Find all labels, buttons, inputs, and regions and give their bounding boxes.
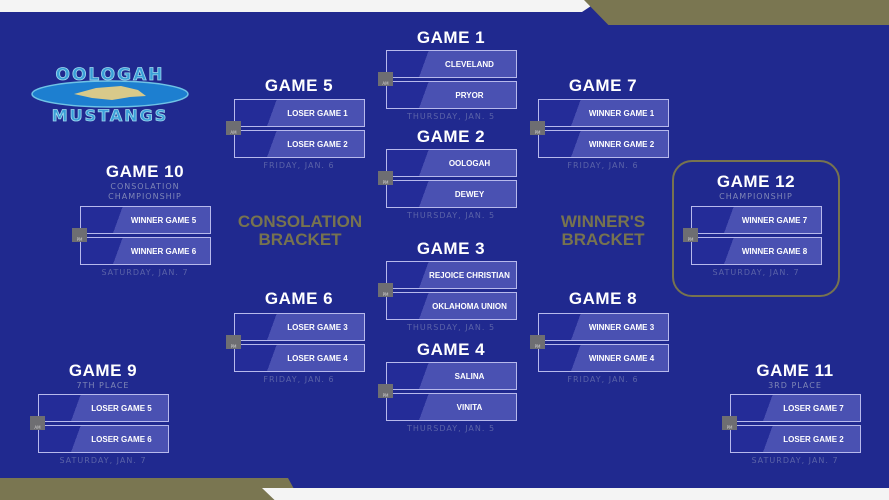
team-slot: LOSER GAME 4 [234,344,365,372]
game-date: FRIDAY, JAN. 6 [567,375,639,384]
game-date: SATURDAY, JAN. 7 [751,456,839,465]
game-time-badge: PM [378,384,393,398]
team-slot: OOLOGAH [386,149,517,177]
oologah-mustangs-logo: OOLOGAH MUSTANGS [31,65,189,124]
team-slot: LOSER GAME 3 [234,313,365,341]
top-white-stripe [0,0,600,12]
game-time-badge: PM [683,228,698,242]
team-slot: LOSER GAME 6 [38,425,169,453]
bottom-white-stripe [262,488,889,500]
game-subtitle: 3RD PLACE [768,381,822,390]
game-title: GAME 4 [416,340,486,359]
game-time-badge: AM [378,72,393,86]
game-time-badge: AM [30,416,45,430]
team-slot: OKLAHOMA UNION [386,292,517,320]
svg-text:MUSTANGS: MUSTANGS [52,106,169,124]
team-slot: VINITA [386,393,517,421]
game-title: GAME 8 [568,289,638,308]
team-slot: WINNER GAME 3 [538,313,669,341]
game-title: GAME 12 [716,172,796,191]
game-time-badge: PM [530,335,545,349]
game-title: GAME 1 [416,28,486,47]
game-title: GAME 9 [68,361,138,380]
game-date: SATURDAY, JAN. 7 [101,268,189,277]
team-slot: WINNER GAME 6 [80,237,211,265]
winners-bracket-label: WINNER'S BRACKET [560,212,646,249]
game-title: GAME 10 [105,162,185,181]
bottom-gold-stripe [0,478,300,500]
game-date: SATURDAY, JAN. 7 [59,456,147,465]
team-slot: WINNER GAME 4 [538,344,669,372]
game-title: GAME 2 [416,127,486,146]
game-date: SATURDAY, JAN. 7 [712,268,800,277]
game-subtitle: 7TH PLACE [76,381,130,390]
team-slot: LOSER GAME 7 [730,394,861,422]
team-slot: REJOICE CHRISTIAN [386,261,517,289]
game-date: THURSDAY, JAN. 5 [406,112,496,121]
game-date: FRIDAY, JAN. 6 [263,161,335,170]
game-title: GAME 3 [416,239,486,258]
game-date: THURSDAY, JAN. 5 [406,323,496,332]
svg-text:OOLOGAH: OOLOGAH [56,65,165,85]
championship-frame [672,160,840,297]
team-slot: WINNER GAME 7 [691,206,822,234]
game-title: GAME 11 [756,361,834,380]
game-title: GAME 6 [264,289,334,308]
team-slot: LOSER GAME 5 [38,394,169,422]
team-slot: CLEVELAND [386,50,517,78]
team-slot: LOSER GAME 1 [234,99,365,127]
game-time-badge: PM [722,416,737,430]
game-time-badge: PM [72,228,87,242]
game-title: GAME 7 [568,76,638,95]
game-time-badge: PM [378,283,393,297]
team-slot: SALINA [386,362,517,390]
consolation-bracket-label: CONSOLATION BRACKET [237,212,363,249]
game-time-badge: AM [226,121,241,135]
team-slot: LOSER GAME 2 [730,425,861,453]
team-slot: PRYOR [386,81,517,109]
team-slot: DEWEY [386,180,517,208]
game-date: FRIDAY, JAN. 6 [567,161,639,170]
game-title: GAME 5 [264,76,334,95]
game-date: FRIDAY, JAN. 6 [263,375,335,384]
game-date: THURSDAY, JAN. 5 [406,211,496,220]
game-time-badge: PM [378,171,393,185]
top-gold-stripe [584,0,889,25]
game-date: THURSDAY, JAN. 5 [406,424,496,433]
game-subtitle: CHAMPIONSHIP [719,192,793,201]
game-time-badge: PM [530,121,545,135]
team-slot: WINNER GAME 1 [538,99,669,127]
game-subtitle: CONSOLATION CHAMPIONSHIP [108,182,182,201]
team-slot: LOSER GAME 2 [234,130,365,158]
team-slot: WINNER GAME 8 [691,237,822,265]
team-slot: WINNER GAME 5 [80,206,211,234]
game-time-badge: PM [226,335,241,349]
team-slot: WINNER GAME 2 [538,130,669,158]
